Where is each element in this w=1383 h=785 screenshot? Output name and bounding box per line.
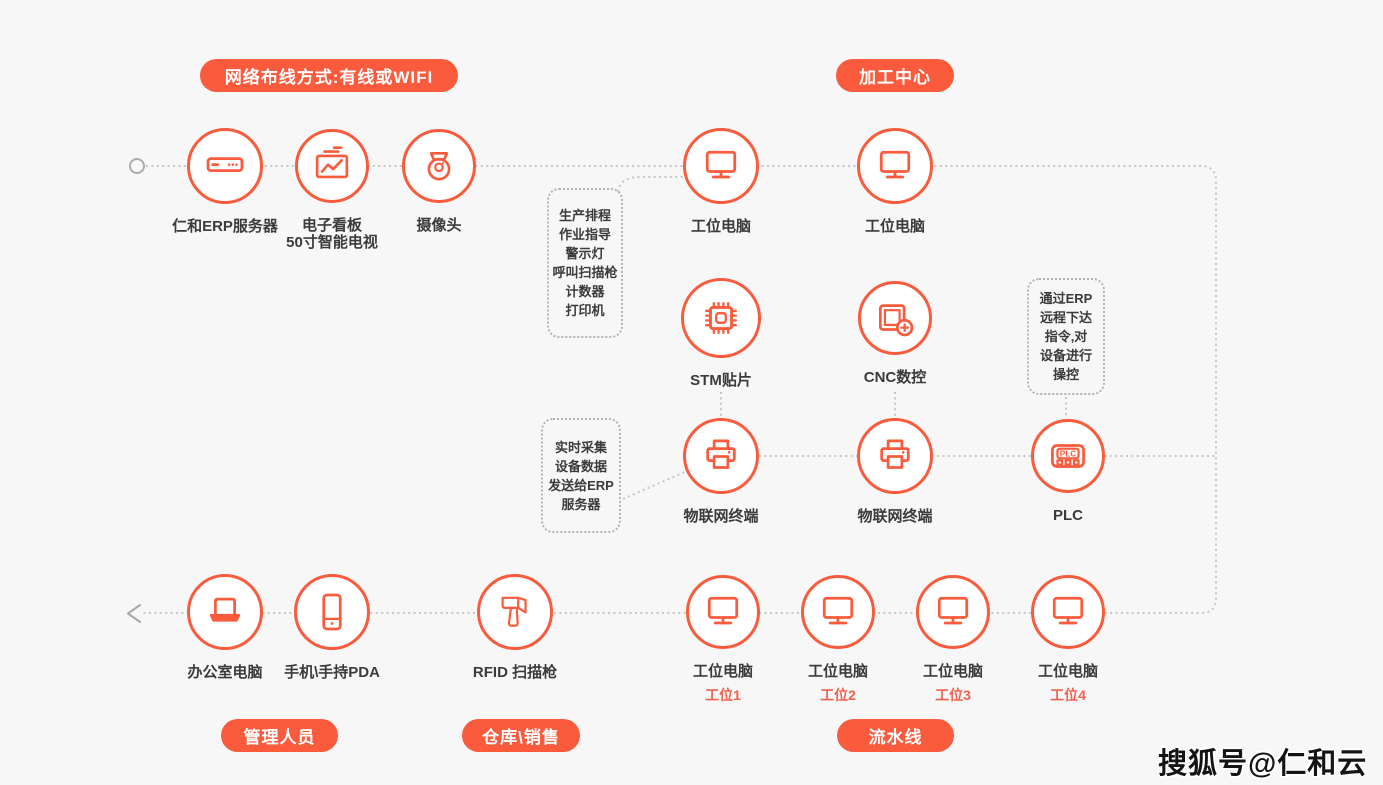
svg-text:PLC: PLC [1060,449,1077,458]
monitor-icon [822,596,854,625]
pda-circle [294,574,370,650]
erp-server-circle [187,128,263,204]
badge-machining-center: 加工中心 [836,59,954,92]
monitor-icon [937,596,969,625]
plc-label: PLC [1053,507,1083,524]
erp-server-label: 仁和ERP服务器 [172,218,278,235]
monitor-icon [879,150,911,179]
iot-label: 物联网终端 [683,508,759,525]
node-ws1: 工位电脑 工位1 [643,575,803,705]
station-pc-circle [683,128,759,204]
cnc-circle [858,281,932,355]
node-station-pc-top2: 工位电脑 [815,128,975,235]
server-icon [206,157,244,172]
monitor-icon [705,150,737,179]
phone-icon [322,593,342,631]
callout-production: 生产排程 作业指导 警示灯 呼叫扫描枪 计数器 打印机 [547,188,623,338]
realtime-box-link [622,470,688,500]
ws-sublabel: 工位4 [1050,687,1086,703]
callout-erp-remote: 通过ERP 远程下达 指令,对 设备进行 操控 [1027,278,1105,395]
ws-label: 工位电脑 [922,663,983,680]
node-office-pc: 办公室电脑 [145,574,305,681]
ws-sublabel: 工位3 [935,687,971,703]
badge-managers: 管理人员 [221,719,338,752]
node-rfid: RFID 扫描枪 [435,574,595,681]
badge-warehouse-sales: 仓库\销售 [462,719,580,752]
monitor-icon [707,596,739,625]
office-pc-label: 办公室电脑 [187,664,263,681]
rfid-scanner-icon [501,596,527,627]
rfid-label: RFID 扫描枪 [472,664,558,681]
station-pc-label: 工位电脑 [690,218,751,235]
station-pc-circle [857,128,933,204]
ws-circle [916,575,990,649]
node-cnc: CNC数控 [815,281,975,386]
camera-icon [427,152,451,181]
chip-icon [704,301,738,335]
ws-circle [801,575,875,649]
line-end-arrow [127,604,141,623]
stm-label: STM贴片 [690,372,752,389]
rfid-circle [477,574,553,650]
camera-circle [402,129,476,203]
watermark-text: 搜狐号@仁和云 [1158,748,1368,780]
plc-icon: PLC [1051,444,1085,468]
node-station-pc-top1: 工位电脑 [641,128,801,235]
ws-label: 工位电脑 [1037,663,1098,680]
node-plc: PLC PLC [988,419,1148,524]
camera-label: 摄像头 [416,217,462,234]
kanban-tv-icon [315,146,349,179]
ws-label: 工位电脑 [807,663,868,680]
kanban-tv-circle [295,129,369,203]
badge-assembly-line: 流水线 [837,719,954,752]
node-iot2: 物联网终端 [815,418,975,525]
node-camera: 摄像头 [359,129,519,234]
cnc-label: CNC数控 [863,369,927,386]
node-pda: 手机\手持PDA [252,574,412,681]
node-ws2: 工位电脑 工位2 [758,575,918,705]
iot-label: 物联网终端 [857,508,933,525]
pda-label: 手机\手持PDA [284,664,380,681]
badge-network-cabling: 网络布线方式:有线或WIFI [200,59,458,92]
callout-realtime: 实时采集 设备数据 发送给ERP 服务器 [541,418,621,533]
ws-label: 工位电脑 [692,663,753,680]
printer-icon [706,439,736,469]
ws-circle [1031,575,1105,649]
node-ws4: 工位电脑 工位4 [988,575,1148,705]
node-erp-server: 仁和ERP服务器 [145,128,305,235]
ws-circle [686,575,760,649]
iot-circle [683,418,759,494]
ws-sublabel: 工位2 [820,687,856,703]
station-pc-label: 工位电脑 [864,218,925,235]
monitor-icon [1052,596,1084,625]
node-iot1: 物联网终端 [641,418,801,525]
laptop-icon [209,597,241,622]
node-kanban-tv: 电子看板 50寸智能电视 [252,129,412,251]
printer-icon [880,439,910,469]
node-ws3: 工位电脑 工位3 [873,575,1033,705]
stm-circle [681,278,761,358]
iot-circle [857,418,933,494]
plc-circle: PLC [1031,419,1105,493]
office-pc-circle [187,574,263,650]
line-start-ring [129,158,145,174]
cnc-icon [878,304,914,337]
ws-sublabel: 工位1 [705,687,741,703]
kanban-tv-label: 电子看板 50寸智能电视 [286,217,378,251]
node-stm: STM贴片 [641,278,801,389]
